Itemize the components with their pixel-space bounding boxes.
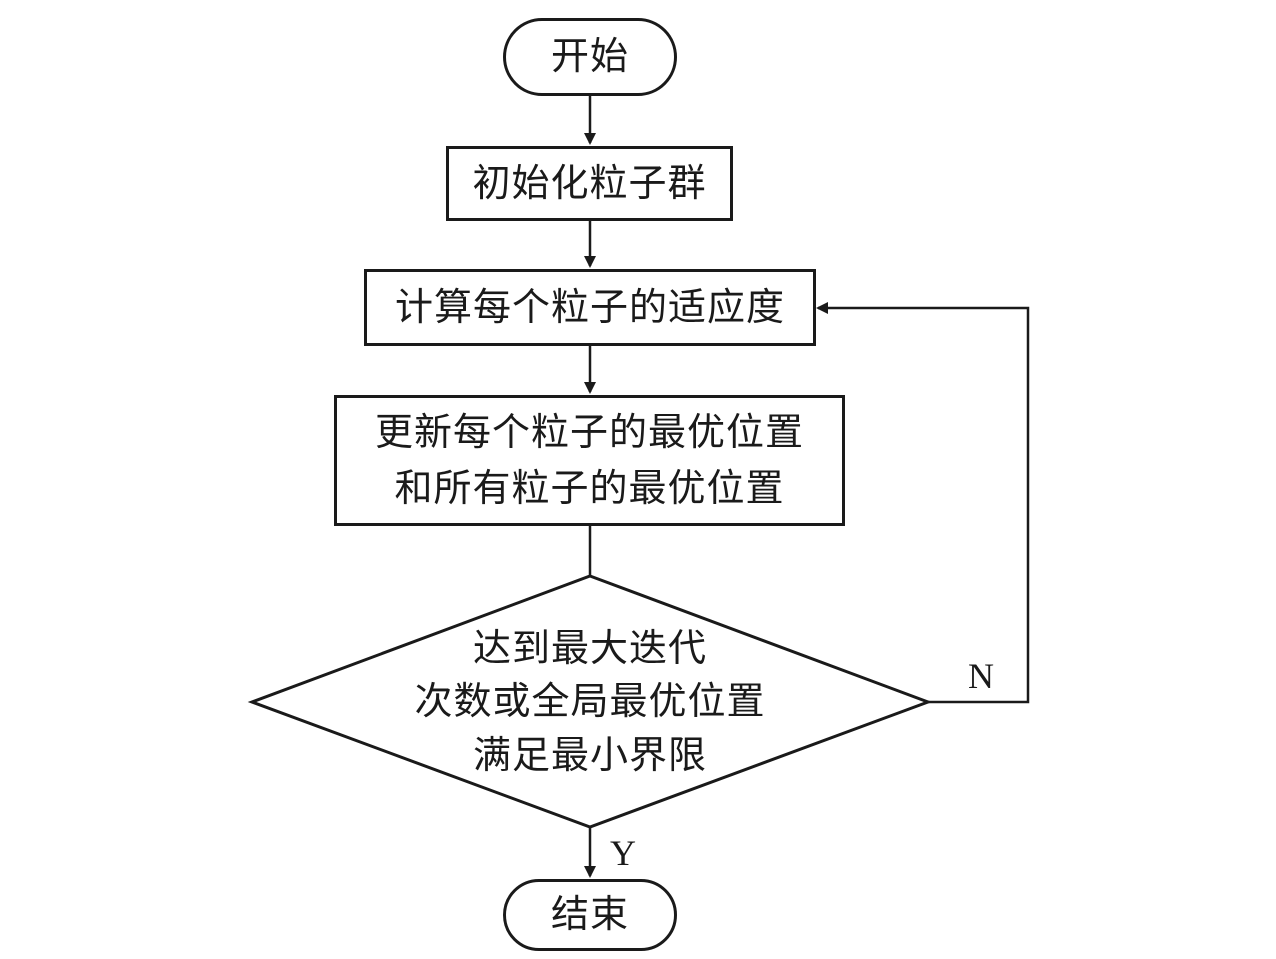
decision-line-2: 次数或全局最优位置 [414, 679, 766, 724]
decision-line-3: 满足最小界限 [472, 732, 707, 777]
end-label: 结束 [550, 892, 629, 937]
update-best-line-2: 和所有粒子的最优位置 [394, 465, 785, 510]
no-branch-label: N [968, 656, 994, 696]
update-best-box: 更新每个粒子的最优位置 和所有粒子的最优位置 [334, 395, 845, 526]
start-label: 开始 [550, 34, 629, 79]
compute-fitness-label: 计算每个粒子的适应度 [394, 284, 785, 329]
end-terminal: 结束 [503, 879, 677, 951]
decision-line-1: 达到最大迭代 [472, 626, 707, 671]
termination-decision: 达到最大迭代 次数或全局最优位置 满足最小界限 [380, 617, 800, 787]
start-terminal: 开始 [503, 18, 677, 96]
compute-fitness-box: 计算每个粒子的适应度 [364, 269, 816, 346]
update-best-line-1: 更新每个粒子的最优位置 [374, 410, 804, 455]
yes-branch-label: Y [610, 833, 636, 873]
init-swarm-box: 初始化粒子群 [446, 146, 733, 221]
arrow-loop-back [816, 302, 1030, 704]
init-swarm-label: 初始化粒子群 [472, 160, 707, 205]
